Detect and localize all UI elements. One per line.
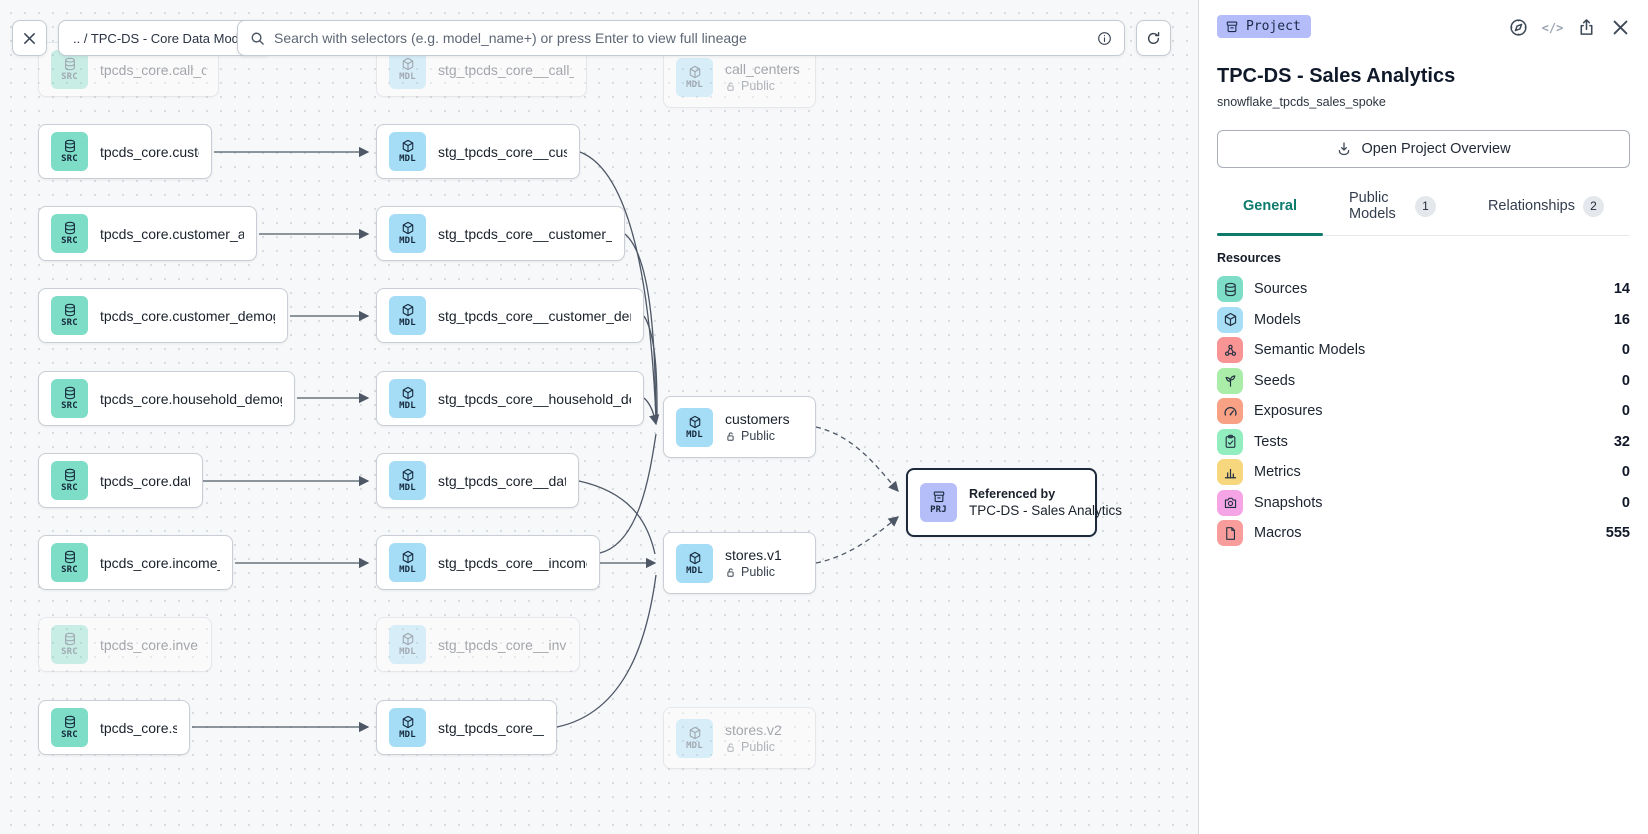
- lineage-canvas[interactable]: SRC tpcds_core.call_center MDL stg_tpcds…: [0, 0, 1198, 834]
- open-overview-icon: [1336, 141, 1352, 157]
- lineage-node-source[interactable]: SRC tpcds_core.income_band: [38, 535, 233, 590]
- lineage-node-model[interactable]: MDL stg_tpcds_core__inventory: [376, 617, 580, 672]
- lock-icon: [725, 567, 736, 578]
- source-badge: SRC: [51, 296, 88, 335]
- source-badge: SRC: [51, 543, 88, 582]
- lock-icon: [725, 81, 736, 92]
- resource-row-macros[interactable]: Macros 555: [1217, 518, 1630, 549]
- lineage-node-public-model[interactable]: MDL stores.v1 Public: [663, 532, 816, 594]
- lineage-node-model[interactable]: MDL stg_tpcds_core__date_dim: [376, 453, 579, 508]
- model-badge: MDL: [389, 214, 426, 253]
- lineage-node-model[interactable]: MDL stg_tpcds_core__household_demogr…: [376, 371, 644, 426]
- lineage-node-source[interactable]: SRC tpcds_core.date_dim: [38, 453, 203, 508]
- metrics-icon: [1217, 459, 1243, 486]
- info-icon[interactable]: [1097, 31, 1112, 46]
- lineage-node-model[interactable]: MDL stg_tpcds_core__customer: [376, 124, 580, 179]
- tab-count-badge: 1: [1414, 195, 1436, 217]
- resource-row-semantic-models[interactable]: Semantic Models 0: [1217, 335, 1630, 366]
- refresh-icon: [1146, 31, 1161, 46]
- model-badge: MDL: [389, 50, 426, 89]
- project-icon: [1225, 20, 1239, 34]
- search-input[interactable]: [274, 30, 1088, 46]
- close-icon: [22, 31, 37, 46]
- share-icon[interactable]: [1577, 18, 1596, 37]
- exposures-icon: [1217, 398, 1243, 425]
- panel-tabs: General Public Models 1 Relationships 2: [1217, 190, 1630, 236]
- model-badge: MDL: [389, 296, 426, 335]
- lineage-node-model[interactable]: MDL stg_tpcds_core__income_band: [376, 535, 600, 590]
- model-badge: MDL: [676, 718, 713, 758]
- resource-row-exposures[interactable]: Exposures 0: [1217, 396, 1630, 427]
- model-badge: MDL: [676, 57, 713, 97]
- model-badge: MDL: [389, 708, 426, 747]
- breadcrumb[interactable]: .. / TPC-DS - Core Data Models: [58, 20, 271, 56]
- resource-row-models[interactable]: Models 16: [1217, 305, 1630, 336]
- close-lineage-button[interactable]: [12, 20, 47, 56]
- model-badge: MDL: [389, 461, 426, 500]
- search-icon: [250, 31, 265, 46]
- resources-list: Sources 14 Models 16 Semantic Models 0 S…: [1217, 274, 1630, 549]
- model-badge: MDL: [676, 543, 713, 583]
- source-badge: SRC: [51, 214, 88, 253]
- tab-count-badge: 2: [1583, 195, 1604, 217]
- resource-row-sources[interactable]: Sources 14: [1217, 274, 1630, 305]
- code-icon[interactable]: </>: [1541, 20, 1564, 35]
- resources-heading: Resources: [1217, 251, 1281, 265]
- lineage-edges: [192, 146, 900, 733]
- models-icon: [1217, 306, 1243, 333]
- tab-relationships[interactable]: Relationships 2: [1462, 190, 1630, 235]
- panel-title: TPC-DS - Sales Analytics: [1217, 65, 1456, 87]
- lineage-node-public-model[interactable]: MDL customers Public: [663, 396, 816, 458]
- lineage-node-model[interactable]: MDL stg_tpcds_core__customer_demogra…: [376, 288, 644, 343]
- resource-row-snapshots[interactable]: Snapshots 0: [1217, 488, 1630, 519]
- details-panel: Project </> TPC-DS - Sales Analytics sno…: [1198, 0, 1648, 834]
- model-badge: MDL: [389, 625, 426, 664]
- lock-icon: [725, 742, 736, 753]
- lineage-node-source[interactable]: SRC tpcds_core.customer: [38, 124, 212, 179]
- lineage-node-model[interactable]: MDL stg_tpcds_core__customer_address: [376, 206, 625, 261]
- resource-row-metrics[interactable]: Metrics 0: [1217, 457, 1630, 488]
- model-badge: MDL: [389, 132, 426, 171]
- source-badge: SRC: [51, 50, 88, 89]
- resource-row-tests[interactable]: Tests 32: [1217, 427, 1630, 458]
- tab-general[interactable]: General: [1217, 190, 1323, 236]
- lineage-node-source[interactable]: SRC tpcds_core.household_demographics: [38, 371, 295, 426]
- lineage-node-source[interactable]: SRC tpcds_core.customer_address: [38, 206, 257, 261]
- project-type-badge: Project: [1217, 15, 1311, 38]
- seeds-icon: [1217, 367, 1243, 394]
- lineage-node-source[interactable]: SRC tpcds_core.store: [38, 700, 190, 755]
- source-badge: SRC: [51, 132, 88, 171]
- source-badge: SRC: [51, 625, 88, 664]
- explore-icon[interactable]: [1509, 18, 1528, 37]
- resource-row-seeds[interactable]: Seeds 0: [1217, 366, 1630, 397]
- macros-icon: [1217, 520, 1243, 547]
- tab-public-models[interactable]: Public Models 1: [1323, 190, 1462, 235]
- lineage-node-model[interactable]: MDL stg_tpcds_core__store: [376, 700, 557, 755]
- sources-icon: [1217, 276, 1243, 303]
- source-badge: SRC: [51, 379, 88, 418]
- lineage-node-project[interactable]: PRJ Referenced by TPC-DS - Sales Analyti…: [906, 468, 1122, 537]
- tests-icon: [1217, 428, 1243, 455]
- open-project-overview-button[interactable]: Open Project Overview: [1217, 130, 1630, 168]
- panel-subtitle: snowflake_tpcds_sales_spoke: [1217, 95, 1386, 109]
- refresh-lineage-button[interactable]: [1136, 20, 1171, 56]
- project-badge: PRJ: [920, 483, 957, 522]
- lineage-node-public-model[interactable]: MDL stores.v2 Public: [663, 707, 816, 769]
- model-badge: MDL: [389, 379, 426, 418]
- source-badge: SRC: [51, 461, 88, 500]
- lineage-node-source[interactable]: SRC tpcds_core.customer_demographics: [38, 288, 288, 343]
- model-badge: MDL: [676, 407, 713, 447]
- lineage-node-source[interactable]: SRC tpcds_core.inventory: [38, 617, 212, 672]
- model-badge: MDL: [389, 543, 426, 582]
- close-panel-icon[interactable]: [1611, 18, 1630, 37]
- lock-icon: [725, 431, 736, 442]
- snapshots-icon: [1217, 489, 1243, 516]
- lineage-search[interactable]: [237, 20, 1125, 56]
- source-badge: SRC: [51, 708, 88, 747]
- semantic-models-icon: [1217, 337, 1243, 364]
